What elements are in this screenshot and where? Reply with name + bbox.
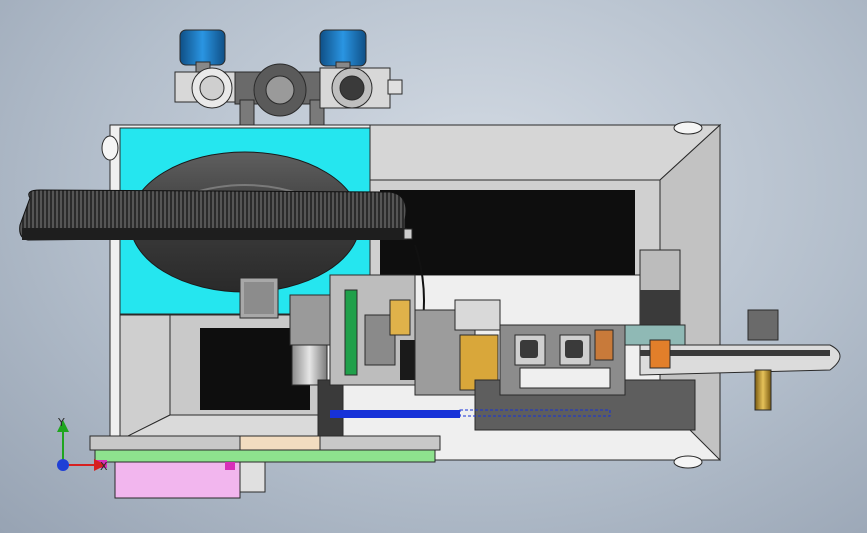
heatsink-fin-bar: [19, 189, 413, 241]
selected-edge-highlight: [330, 409, 611, 418]
orientation-triad: Y X: [57, 416, 108, 473]
solenoid-valve-left: [174, 29, 236, 109]
triad-y-label: Y: [57, 416, 65, 429]
mid-housing: [414, 299, 501, 396]
base-assembly: [89, 435, 441, 499]
main-frame: [101, 121, 722, 469]
triad-z-axis: [57, 459, 69, 471]
rail-plate-right: [474, 324, 696, 431]
triad-x-label: X: [100, 460, 108, 473]
control-bracket: [329, 244, 430, 386]
stepper-motor-right: [639, 249, 681, 331]
pipe-coupler: [234, 63, 331, 126]
solenoid-valve-right: [319, 29, 403, 109]
belt-drive: [639, 309, 841, 411]
stepper-motor-left: [239, 277, 279, 319]
